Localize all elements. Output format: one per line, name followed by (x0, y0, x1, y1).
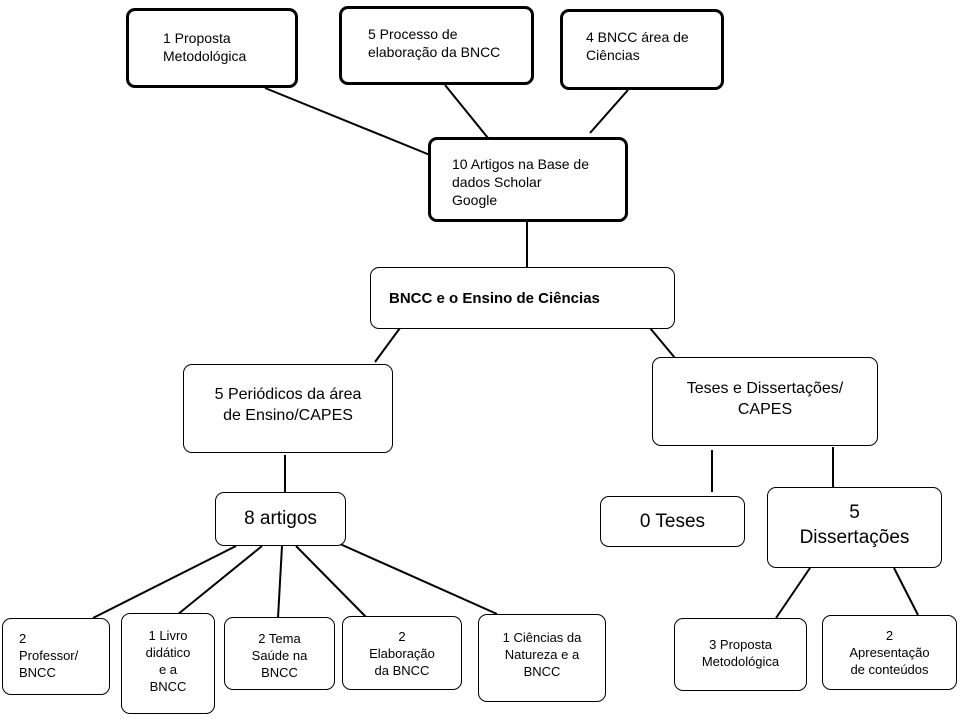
node-label: 5 Dissertações (799, 502, 910, 548)
node-label: 2 Apresentação de conteúdos (849, 628, 930, 677)
link-diss-apresentacao (893, 567, 919, 616)
node-label: 1 Proposta Metodológica (163, 30, 247, 65)
link-artigos-saude (277, 545, 283, 619)
node-label: 2 Professor/ BNCC (19, 631, 79, 680)
link-proposta (264, 87, 431, 156)
node-professor-bncc: 2 Professor/ BNCC (2, 618, 110, 695)
node-label: 0 Teses (639, 511, 706, 532)
node-label: 1 Livro didático e a BNCC (145, 628, 191, 694)
node-label: 8 artigos (244, 508, 317, 529)
node-label: BNCC e o Ensino de Ciências (389, 290, 600, 307)
node-label: 3 Proposta Metodológica (701, 637, 780, 669)
node-label: 4 BNCC área de Ciências (586, 29, 689, 64)
node-oito-artigos: 8 artigos (215, 492, 346, 546)
node-apresentacao-conteudos: 2 Apresentação de conteúdos (822, 615, 957, 690)
node-label: 1 Ciências da Natureza e a BNCC (502, 630, 582, 679)
node-label: 5 Processo de elaboração da BNCC (368, 26, 501, 61)
node-livro-didatico: 1 Livro didático e a BNCC (121, 613, 215, 714)
link-diss-proposta (775, 567, 811, 619)
node-proposta-metodologica: 1 Proposta Metodológica (126, 8, 298, 88)
link-processo (444, 84, 489, 139)
node-elaboracao-bncc: 2 Elaboração da BNCC (342, 616, 462, 690)
node-teses-dissertacoes-capes: Teses e Dissertações/ CAPES (652, 357, 878, 446)
link-bncc-area (589, 89, 629, 134)
node-label: Teses e Dissertações/ CAPES (686, 380, 844, 418)
node-tema-saude: 2 Tema Saúde na BNCC (224, 617, 335, 690)
node-label: 10 Artigos na Base de dados Scholar Goog… (452, 156, 589, 209)
node-processo-elaboracao: 5 Processo de elaboração da BNCC (339, 6, 534, 85)
link-artigos-livro (176, 545, 263, 616)
link-artigos-elaboracao (295, 545, 367, 618)
link-artigos-ciencias (339, 543, 498, 615)
node-zero-teses: 0 Teses (600, 496, 745, 547)
node-bncc-ensino-ciencias: BNCC e o Ensino de Ciências (370, 267, 675, 329)
node-proposta-metodologica-diss: 3 Proposta Metodológica (674, 618, 807, 691)
node-label: 2 Elaboração da BNCC (369, 629, 435, 678)
node-artigos-scholar-google: 10 Artigos na Base de dados Scholar Goog… (428, 137, 628, 222)
link-bncc-periodicos (374, 327, 401, 363)
link-bncc-teses (649, 327, 676, 359)
node-label: 5 Periódicos da área de Ensino/CAPES (214, 386, 362, 424)
node-ciencias-natureza: 1 Ciências da Natureza e a BNCC (478, 614, 606, 702)
node-bncc-area-ciencias: 4 BNCC área de Ciências (560, 9, 724, 90)
link-artigos-professor (92, 545, 237, 619)
node-label: 2 Tema Saúde na BNCC (251, 631, 308, 680)
node-cinco-dissertacoes: 5 Dissertações (767, 487, 942, 568)
node-periodicos-capes: 5 Periódicos da área de Ensino/CAPES (183, 364, 393, 453)
